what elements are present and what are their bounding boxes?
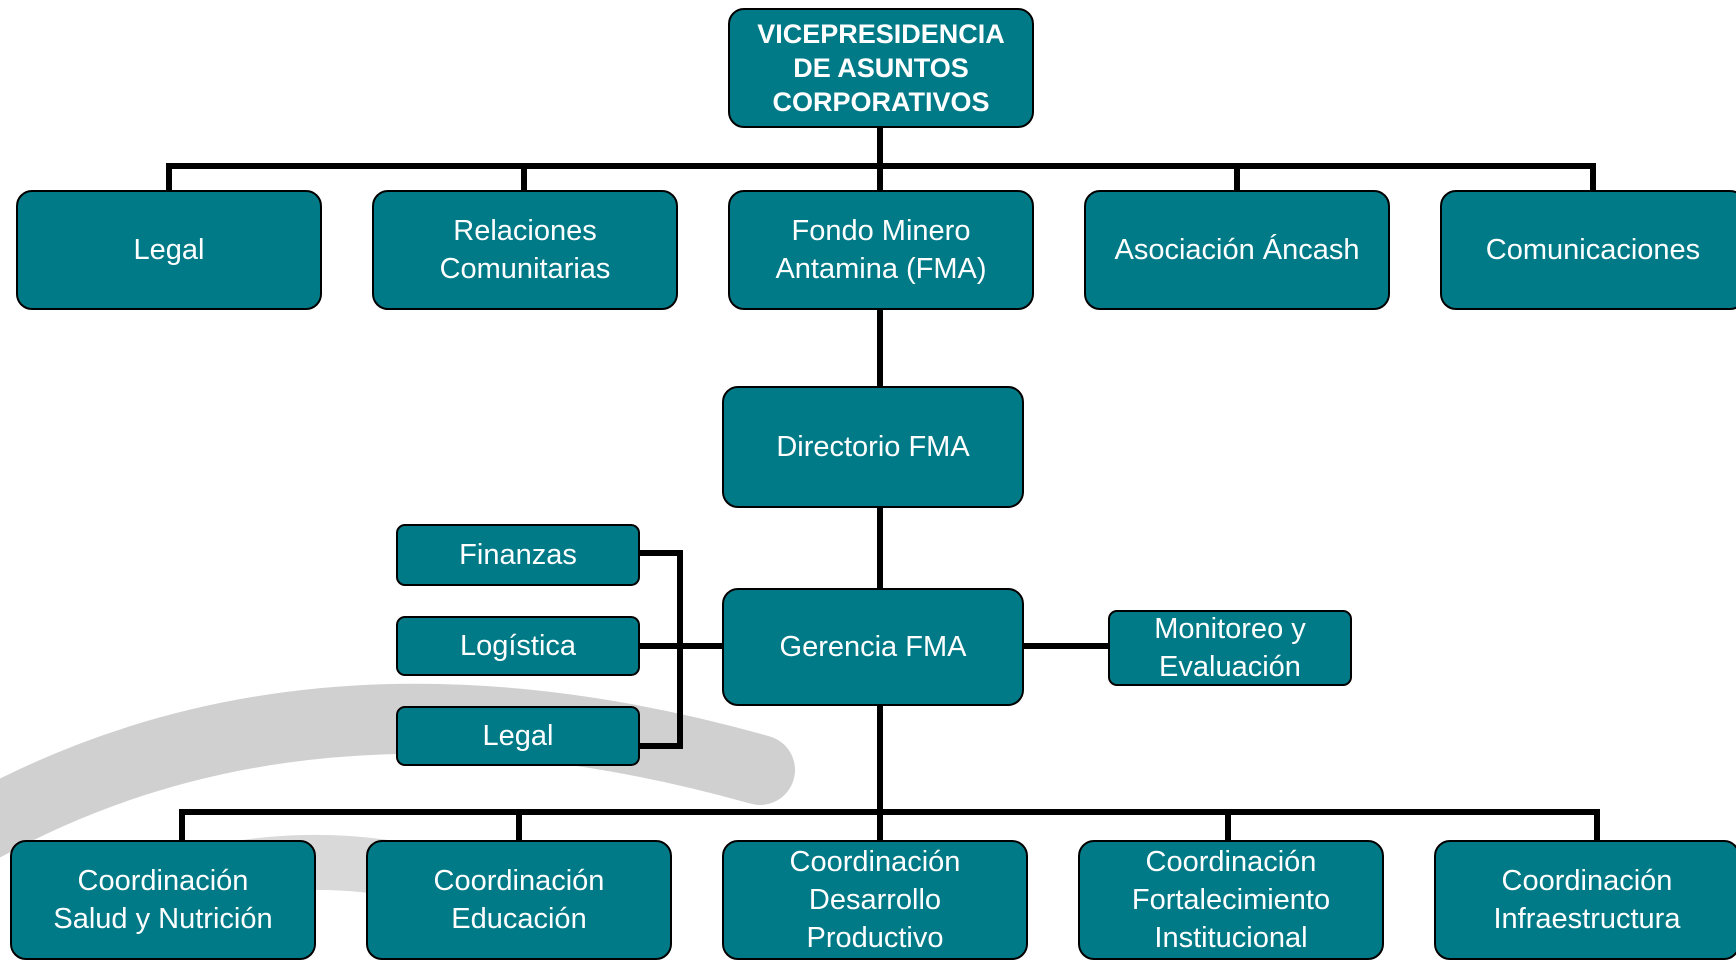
coordinacion-box-infraestructura: Coordinación Infraestructura (1434, 840, 1736, 960)
support-box-legal: Legal (396, 706, 640, 766)
coordinacion-box-desarrollo-productivo: Coordinación Desarrollo Productivo (722, 840, 1028, 960)
support-box-monitoreo-evaluacion: Monitoreo y Evaluación (1108, 610, 1352, 686)
support-box-logistica: Logística (396, 616, 640, 676)
directorio-fma-box: Directorio FMA (722, 386, 1024, 508)
area-box-comunicaciones: Comunicaciones (1440, 190, 1736, 310)
area-box-relaciones-comunitarias: Relaciones Comunitarias (372, 190, 678, 310)
area-box-fondo-minero-antamina: Fondo Minero Antamina (FMA) (728, 190, 1034, 310)
vicepresidencia-box: VICEPRESIDENCIA DE ASUNTOS CORPORATIVOS (728, 8, 1034, 128)
support-box-finanzas: Finanzas (396, 524, 640, 586)
coordinacion-box-educacion: Coordinación Educación (366, 840, 672, 960)
coordinacion-box-salud-nutricion: Coordinación Salud y Nutrición (10, 840, 316, 960)
area-box-asociacion-ancash: Asociación Áncash (1084, 190, 1390, 310)
coordinacion-box-fortalecimiento-institucional: Coordinación Fortalecimiento Institucion… (1078, 840, 1384, 960)
area-box-legal: Legal (16, 190, 322, 310)
gerencia-fma-box: Gerencia FMA (722, 588, 1024, 706)
